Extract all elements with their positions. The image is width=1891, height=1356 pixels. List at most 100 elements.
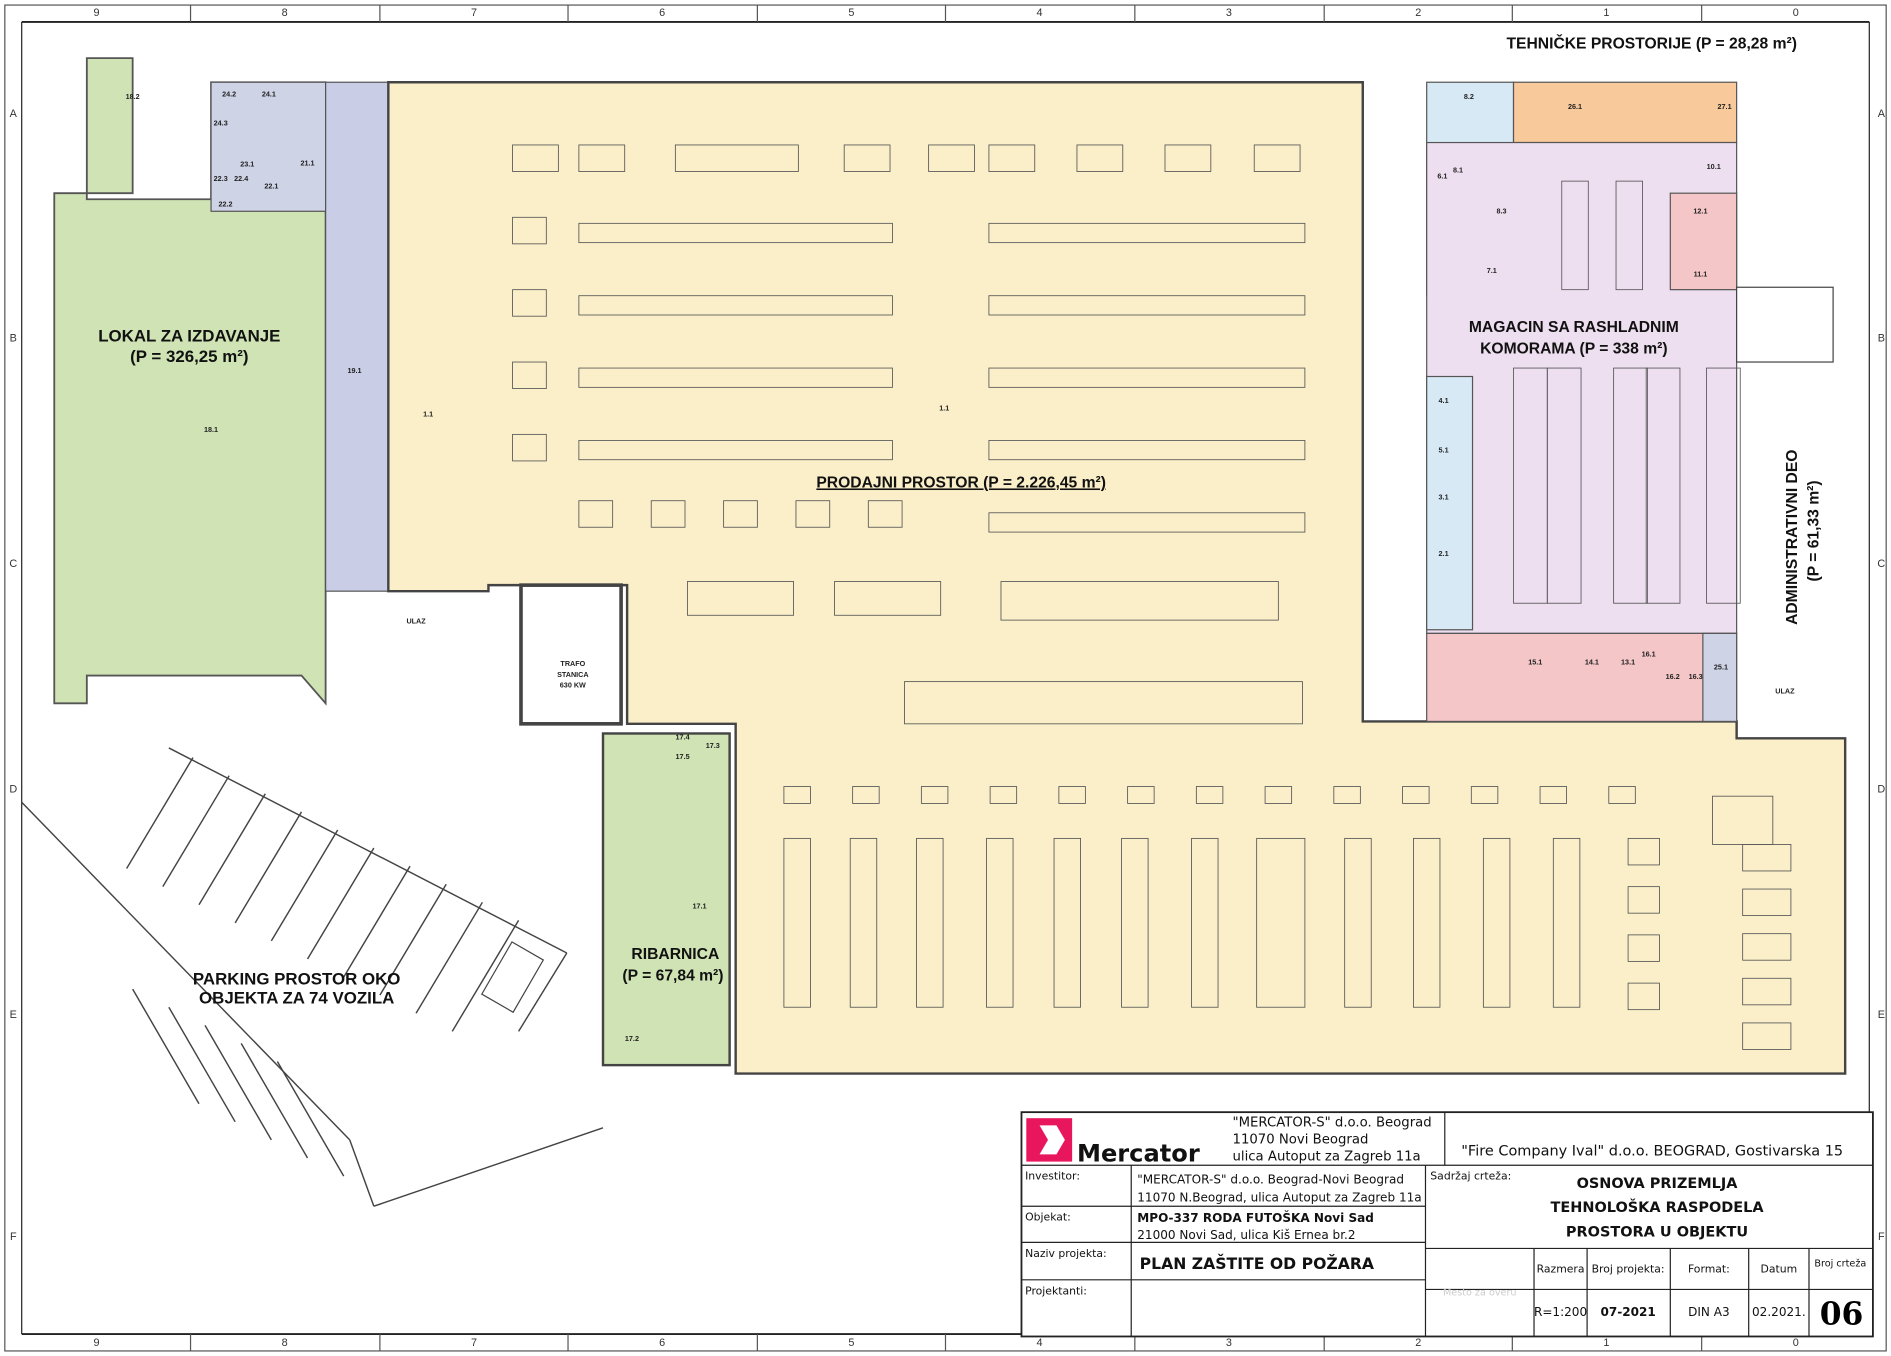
objekat-line-2: 21000 Novi Sad, ulica Kiš Ernea br.2 <box>1137 1228 1355 1242</box>
shelf-unit <box>795 500 831 528</box>
room-number: 16.2 <box>1666 672 1680 681</box>
designer-company: "Fire Company Ival" d.o.o. BEOGRAD, Gost… <box>1461 1144 1843 1160</box>
datum-label: Datum <box>1760 1263 1797 1276</box>
shelf-unit <box>512 216 547 245</box>
shelf-unit <box>1121 837 1149 1008</box>
room-number: 19.1 <box>348 366 362 375</box>
parking-line <box>379 883 447 996</box>
shelf-unit <box>1482 837 1511 1008</box>
naziv-label: Naziv projekta: <box>1025 1247 1107 1260</box>
lokal-area: (P = 326,25 m²) <box>130 347 248 366</box>
shelf-unit <box>1712 795 1774 845</box>
parking-label: PARKING PROSTOR OKO <box>193 969 401 988</box>
office-zone <box>1669 192 1738 291</box>
trafo-label-2: STANICA <box>557 670 589 679</box>
parking-line <box>240 1043 309 1159</box>
shelf-unit <box>578 367 893 388</box>
grid-row-label: A <box>10 108 18 120</box>
shelf-unit <box>834 581 942 616</box>
parking-line <box>162 775 230 888</box>
shelf-unit <box>904 681 1303 725</box>
sadrzaj-line-2: TEHNOLOŠKA RASPODELA <box>1550 1198 1764 1216</box>
shelf-unit <box>1742 888 1792 917</box>
shelf-unit <box>849 837 878 1008</box>
grid-column-label: 4 <box>1037 1337 1043 1349</box>
trafo-label: TRAFO <box>560 659 585 668</box>
technical-zone <box>1512 81 1738 144</box>
room-number: 26.1 <box>1568 102 1582 111</box>
grid-column-label: 9 <box>93 7 99 19</box>
grid-row-label: C <box>1877 558 1885 570</box>
grid-column-label: 8 <box>282 7 288 19</box>
room-number: 16.1 <box>1642 649 1656 658</box>
parking-line <box>198 793 266 906</box>
shelf-unit <box>988 295 1306 316</box>
shelf-unit <box>650 500 686 528</box>
room-number: 22.3 <box>214 174 228 183</box>
shelf-unit <box>1539 786 1568 804</box>
shelf-unit <box>783 837 811 1008</box>
shelf-unit <box>1344 837 1372 1008</box>
shelf-unit <box>1470 786 1499 804</box>
shelf-unit <box>1742 933 1792 961</box>
staff-zone-2 <box>1426 375 1474 631</box>
format-label: Format: <box>1688 1263 1730 1276</box>
shelf-unit <box>1164 144 1212 172</box>
shelf-unit <box>989 786 1018 804</box>
room-number: 23.1 <box>240 160 254 169</box>
mercator-logo-text: Mercator <box>1077 1140 1200 1168</box>
room-number: 24.3 <box>214 119 228 128</box>
grid-row-label: A <box>1878 108 1886 120</box>
investitor-line-1: "MERCATOR-S" d.o.o. Beograd-Novi Beograd <box>1137 1172 1404 1186</box>
shelf-unit <box>1256 837 1306 1008</box>
room-number: 2.1 <box>1439 549 1449 558</box>
grid-column-label: 3 <box>1226 7 1232 19</box>
format-value: DIN A3 <box>1688 1305 1730 1319</box>
shelf-unit <box>928 144 975 172</box>
company-line-2: 11070 Novi Beograd <box>1233 1133 1369 1148</box>
parking-line <box>21 801 351 1141</box>
parking-capacity: OBJEKTA ZA 74 VOZILA <box>199 989 394 1008</box>
trafo-power: 630 KW <box>560 681 586 690</box>
parking-line <box>270 829 339 942</box>
shelf-unit <box>1191 837 1219 1008</box>
grid-column-label: 8 <box>282 1337 288 1349</box>
room-number: 8.2 <box>1464 92 1474 101</box>
grid-column-label: 1 <box>1603 7 1609 19</box>
parking-line <box>126 757 194 869</box>
room-number: 7.1 <box>1487 266 1497 275</box>
parking-line <box>373 1127 604 1207</box>
admin-label: ADMINISTRATIVNI DEO <box>1784 450 1801 625</box>
parking-line <box>349 1139 375 1207</box>
parking-line <box>306 847 375 960</box>
shelf-unit <box>1058 786 1086 804</box>
parking-line <box>204 1024 272 1141</box>
shelf-unit <box>1742 1022 1792 1050</box>
grid-column-label: 5 <box>848 1337 854 1349</box>
shelf-unit <box>512 289 547 317</box>
shelf-unit <box>578 500 614 528</box>
datum-value: 02.2021. <box>1752 1305 1806 1319</box>
parking-lines <box>21 747 604 1207</box>
entrance-label-2: ULAZ <box>1775 687 1795 696</box>
ribarnica-label: RIBARNICA <box>631 946 719 963</box>
grid-column-label: 0 <box>1793 7 1799 19</box>
room-number: 1.1 <box>423 409 433 418</box>
investitor-label: Investitor: <box>1025 1170 1080 1183</box>
shelf-unit <box>988 512 1306 533</box>
grid-row-label: B <box>1878 333 1885 345</box>
magacin-area: KOMORAMA (P = 338 m²) <box>1480 341 1667 358</box>
shelf-unit <box>1264 786 1293 804</box>
tehnicke-label: TEHNIČKE PROSTORIJE (P = 28,28 m²) <box>1506 33 1796 52</box>
stamp-label: Mesto za overu <box>1443 1287 1517 1298</box>
room-number: 6.1 <box>1437 172 1447 181</box>
parking-line <box>168 1006 236 1123</box>
shelf-unit <box>686 581 794 616</box>
shelf-unit <box>920 786 949 804</box>
sadrzaj-line-3: PROSTORA U OBJEKTU <box>1566 1224 1748 1240</box>
grid-row-label: D <box>9 784 17 796</box>
entrance-label: ULAZ <box>406 617 426 626</box>
room-number: 5.1 <box>1439 445 1449 454</box>
broj-projekta-label: Broj projekta: <box>1592 1263 1665 1276</box>
